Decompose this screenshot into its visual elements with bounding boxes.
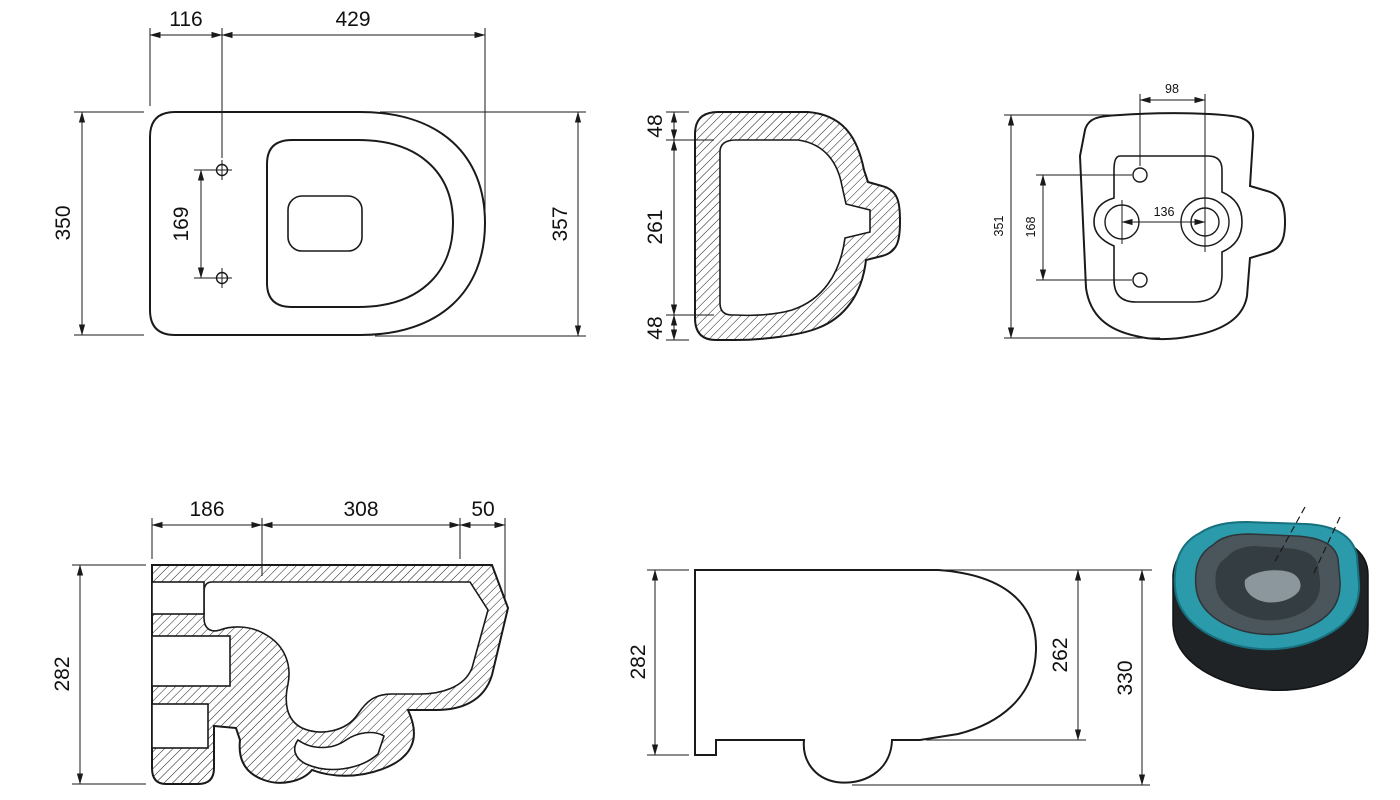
dim-label-total-height: 330 [1114, 660, 1137, 695]
dim-label-front-length: 429 [335, 8, 370, 31]
dim-front-section-vertical: 48 261 48 [644, 111, 714, 341]
dim-label-back: 186 [189, 498, 224, 521]
dim-inner-length-357: 357 [375, 111, 586, 337]
dim-label-top-wall: 48 [644, 114, 667, 137]
dim-elev-262: 262 [926, 569, 1152, 741]
dim-label-width: 350 [52, 205, 75, 240]
drain-opening [287, 195, 363, 252]
rear-view: 98 136 351 168 [992, 82, 1287, 340]
side-elevation-view: 282 262 330 [627, 569, 1152, 786]
render-bowl-floor [1244, 570, 1301, 603]
dim-elev-282: 282 [627, 569, 689, 756]
render-centerline-1 [1272, 506, 1306, 566]
front-section-view: 48 261 48 [644, 111, 902, 341]
dim-width-350: 350 [52, 111, 144, 336]
dim-side-height-282: 282 [51, 564, 146, 785]
dim-rear-351: 351 [992, 114, 1160, 339]
dim-rear-98: 98 [1139, 82, 1206, 194]
dim-label-hole-offset: 116 [169, 8, 202, 31]
dim-label-center-spacing: 136 [1154, 205, 1175, 219]
dim-label-mid: 308 [343, 498, 378, 521]
trap-channel [293, 731, 385, 771]
product-render-3d [1172, 506, 1369, 691]
dim-label-inner-depth: 261 [644, 209, 667, 244]
dim-label-front: 50 [471, 498, 494, 521]
bolt-hole-bottom [1132, 272, 1148, 288]
dim-label-section-height: 282 [51, 656, 74, 691]
mounting-recesses [151, 581, 231, 749]
bolt-hole-top [1132, 167, 1148, 183]
side-section-view: 186 308 50 282 [51, 498, 510, 785]
side-section-bowl-cavity [203, 581, 489, 733]
dim-label-hole-to-outlet: 98 [1165, 82, 1179, 96]
dim-side-top-horizontal: 186 308 50 [151, 498, 506, 602]
elevation-outline [694, 569, 1038, 784]
mounting-holes [212, 160, 232, 288]
dim-top-horizontal: 116 429 [149, 8, 486, 214]
dim-label-back-height: 282 [627, 644, 650, 679]
dim-label-bolt-spacing: 168 [1024, 217, 1038, 238]
dim-rear-168: 168 [1024, 174, 1132, 281]
dim-label-rear-height: 351 [992, 216, 1006, 237]
dim-label-front-height: 262 [1049, 637, 1072, 672]
dim-label-hole-spacing: 169 [170, 206, 193, 241]
dim-label-inner-length: 357 [549, 206, 572, 241]
dim-rear-136: 136 [1121, 205, 1206, 226]
section-bowl-cavity [719, 139, 871, 317]
dim-hole-spacing-169: 169 [170, 169, 214, 279]
dim-elev-330: 330 [852, 569, 1150, 786]
top-view: 116 429 350 169 357 [52, 8, 586, 337]
dim-label-bottom-wall: 48 [644, 316, 667, 339]
